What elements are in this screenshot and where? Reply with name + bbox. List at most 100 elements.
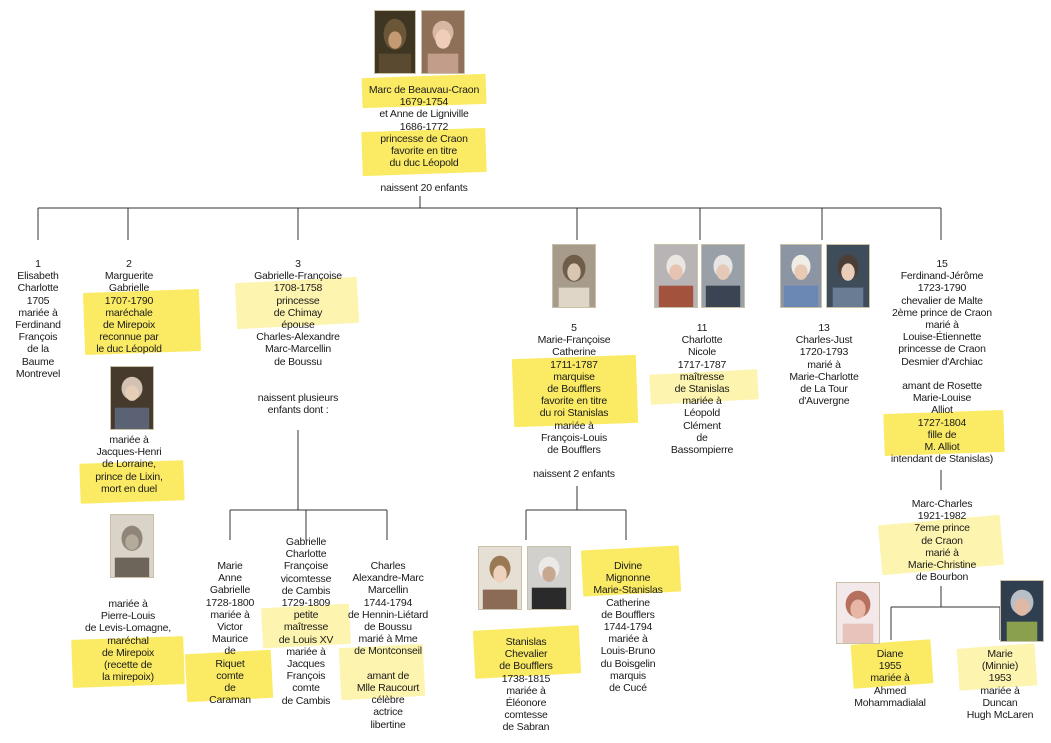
- text-line: [240, 368, 356, 380]
- text-line: de Craon: [921, 534, 963, 547]
- text-line: [240, 380, 356, 392]
- text-line: Marie-Charlotte: [789, 370, 859, 383]
- text-line: Louise-Étiennette: [902, 331, 982, 344]
- text-line: maîtresse: [283, 621, 329, 634]
- text-line: 15: [936, 258, 948, 270]
- text-line: Marie-Françoise: [537, 334, 611, 347]
- text-line: mort en duel: [101, 482, 157, 495]
- text-line: de Hennin-Liétard: [347, 608, 429, 621]
- text-line: de La Tour: [800, 383, 848, 396]
- text-line: Mignonne: [605, 572, 651, 585]
- text-line: 2: [126, 258, 132, 270]
- portrait-prince-de-lixin: [110, 366, 154, 430]
- text-line: Léopold: [684, 407, 720, 420]
- text-line: 1723-1790: [917, 282, 967, 295]
- text-line: 1720-1793: [799, 346, 849, 359]
- text-line: épouse: [281, 319, 315, 332]
- portrait-charlotte-nicole: [654, 244, 698, 308]
- portrait-stanislas-de-boufflers: [478, 546, 522, 610]
- text-line: Divine: [614, 560, 642, 572]
- text-line: de: [224, 682, 236, 695]
- text-line: Marie-Louise: [912, 392, 972, 405]
- text-line: de Boufflers: [601, 608, 655, 621]
- text-line: 7eme prince: [914, 522, 970, 535]
- text-line: Gabrielle: [108, 282, 150, 295]
- text-line: François: [18, 331, 58, 344]
- text-line: 13: [818, 322, 830, 334]
- text-line: Marc de Beauvau-Craon: [368, 84, 480, 96]
- text-line: Anne: [218, 572, 242, 585]
- text-line: mariée à: [554, 419, 594, 432]
- text-line: reconnue par: [99, 331, 159, 344]
- text-line: de Boussu: [364, 621, 412, 634]
- text-line: (recette de: [104, 659, 152, 672]
- text-line: mariée à: [608, 633, 648, 646]
- portrait-marechal-de-mirepoix: [110, 514, 154, 578]
- text-line: petite: [293, 609, 319, 622]
- text-line: Mlle Raucourt: [356, 682, 420, 695]
- text-line: Gabrielle: [209, 584, 251, 597]
- text-line: marié à: [807, 358, 841, 371]
- text-line: de la: [27, 343, 49, 356]
- text-line: Gabrielle: [285, 536, 327, 548]
- text-line: François: [286, 670, 326, 683]
- text-line: libertine: [370, 718, 406, 731]
- text-line: de Boufflers: [499, 660, 553, 673]
- text-line: Charlotte: [681, 334, 723, 347]
- portrait-chevalier-de-boufflers-old: [527, 546, 571, 610]
- text-line: de Mirepoix: [102, 319, 156, 332]
- text-line: prince de Lixin,: [95, 470, 163, 483]
- text-line: Duncan: [982, 696, 1018, 709]
- text-line: [364, 169, 484, 181]
- text-line: favorite en titre: [540, 395, 608, 408]
- text-line: 1728-1800: [205, 596, 255, 609]
- text-line: marié à: [925, 319, 959, 332]
- text-line: comte: [216, 669, 244, 682]
- text-line: comte: [292, 682, 320, 695]
- text-line: M. Alliot: [924, 441, 960, 454]
- portrait-anne-de-ligniville: [421, 10, 465, 74]
- text-line: actrice: [373, 706, 403, 719]
- text-line: le duc Léopold: [96, 343, 162, 356]
- text-line: 1738-1815: [501, 672, 551, 685]
- text-line: 2ème prince de Craon: [892, 306, 992, 319]
- text-line: 1711-1787: [550, 358, 598, 371]
- text-line: de Boussu: [274, 355, 322, 368]
- text-line: mariée à: [682, 395, 722, 408]
- text-line: Mohammadialal: [854, 696, 926, 709]
- text-line: marié à Mme: [358, 633, 418, 646]
- text-line: de Sabran: [502, 721, 550, 734]
- text-line: 1744-1794: [363, 596, 413, 609]
- text-line: Elisabeth: [17, 270, 59, 283]
- text-line: de Stanislas: [674, 383, 730, 396]
- text-line: de Lorraine,: [102, 458, 156, 471]
- text-line: Marcellin: [367, 584, 409, 597]
- text-line: Chevalier: [504, 648, 548, 661]
- text-line: de Bourbon: [915, 571, 969, 584]
- text-line: du duc Léopold: [389, 157, 459, 170]
- text-line: 1955: [878, 660, 902, 673]
- portrait-marie-charlotte: [826, 244, 870, 308]
- text-line: Baume: [21, 355, 55, 368]
- text-line: de Cucé: [609, 682, 647, 695]
- text-line: de: [224, 645, 236, 658]
- text-line: de Montconseil: [354, 645, 422, 658]
- text-line: maréchale: [105, 306, 153, 319]
- text-line: [514, 456, 634, 468]
- text-line: Alliot: [931, 404, 953, 417]
- text-line: [338, 658, 438, 670]
- portrait-marc-de-beauvau-craon: [374, 10, 416, 74]
- text-line: 1686-1772: [399, 120, 449, 133]
- text-line: Jacques: [287, 658, 325, 671]
- text-line: 1717-1787: [677, 358, 727, 371]
